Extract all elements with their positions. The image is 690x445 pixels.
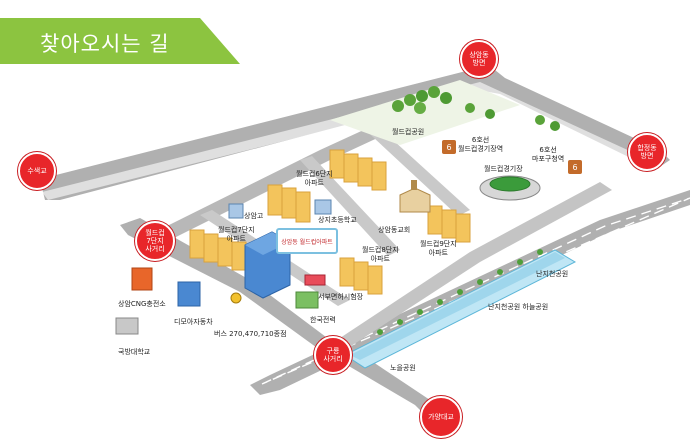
shrub	[477, 279, 483, 285]
direction-gayang: 가양대교	[420, 396, 462, 438]
road-bottom-line	[261, 197, 690, 385]
tree	[416, 90, 428, 102]
label-line6-stadium: 6호선 월드컵경기장역	[458, 136, 504, 153]
svg-text:6: 6	[572, 163, 577, 172]
label-noeul-park: 노을공원	[390, 364, 416, 372]
tree	[550, 121, 560, 131]
street-1	[300, 156, 400, 256]
street-2	[360, 121, 470, 216]
label-stadium: 월드컵경기장	[484, 165, 523, 173]
tree	[428, 86, 440, 98]
label-apt7: 월드컵7단지 아파트	[218, 226, 255, 243]
label-dimoa: 디모아자동차	[174, 318, 213, 326]
title-banner	[0, 18, 240, 64]
road-inner	[325, 182, 612, 350]
shrub	[457, 289, 463, 295]
label-apt6: 월드컵6단지 아파트	[296, 170, 333, 187]
svg-text:6: 6	[446, 143, 451, 152]
stream-inner	[350, 252, 565, 360]
kepco-marker	[304, 274, 326, 286]
apt-block-7	[189, 229, 247, 271]
tree	[404, 94, 416, 106]
label-sangam-high: 상암고	[244, 212, 264, 220]
junction-gusu: 구룡 사거리	[314, 336, 352, 374]
direction-gayang-label: 가양대교	[428, 413, 454, 421]
tree	[414, 102, 426, 114]
page-title: 찾아오시는 길	[40, 32, 170, 56]
junction-susaek: 수색교	[18, 152, 56, 190]
junction-susaek-label: 수색교	[27, 167, 47, 175]
tree	[392, 100, 404, 112]
apt-block-6	[267, 184, 311, 223]
shrub	[397, 319, 403, 325]
school-building	[228, 203, 244, 219]
defense-univ-building	[115, 317, 139, 335]
shrub	[377, 329, 383, 335]
dealer-building	[177, 281, 201, 307]
gas-station	[131, 267, 153, 291]
label-apt9: 월드컵9단지 아파트	[420, 240, 457, 257]
church-tower	[411, 180, 417, 190]
junction-worldcup7-label: 월드컵 7단지 사거리	[145, 229, 165, 253]
direction-sangam: 상암동 방면	[460, 40, 498, 78]
label-sangji-elem: 상지초등학교	[318, 216, 357, 224]
label-seobu: 서부면허시험장	[318, 293, 364, 301]
shrub	[537, 249, 543, 255]
apt-block-9	[427, 205, 471, 243]
stadium-field	[489, 176, 531, 192]
tree	[485, 109, 495, 119]
landmarks: 6 6	[115, 140, 582, 335]
tree	[535, 115, 545, 125]
shrub	[497, 269, 503, 275]
label-church: 상암동교회	[378, 226, 411, 234]
label-line6-mapo: 6호선 마포구청역	[532, 146, 565, 163]
park-area	[330, 80, 560, 145]
church-building	[399, 187, 431, 213]
shrub	[517, 259, 523, 265]
apartment-signboard: 상암동 월드컵아파트	[276, 228, 338, 254]
road-left-diag	[120, 218, 330, 350]
tree	[465, 103, 475, 113]
junction-worldcup7: 월드컵 7단지 사거리	[135, 221, 175, 261]
label-kepco: 한국전력	[310, 316, 336, 324]
metro-badge-mapo: 6	[568, 160, 582, 174]
license-center-building	[295, 291, 319, 309]
label-worldcup-park: 월드컵공원	[392, 128, 425, 136]
junction-gusu-label: 구룡 사거리	[323, 347, 343, 363]
apt-block-6b	[329, 149, 387, 191]
apt-block-8	[339, 257, 383, 295]
label-nanji-sky: 난지천공원 하늘공원	[488, 303, 549, 311]
tree	[440, 92, 452, 104]
metro-badge-stadium: 6	[442, 140, 456, 154]
shrub	[437, 299, 443, 305]
direction-hapjeong-label: 합정동 방면	[637, 144, 657, 160]
bus-stop-icon	[230, 292, 242, 304]
label-nanji-park: 난지천공원	[536, 270, 569, 278]
label-bus: 버스 270,470,710종점	[214, 330, 287, 338]
shrub	[417, 309, 423, 315]
stream	[343, 249, 577, 369]
apartment-blocks	[189, 149, 471, 299]
label-defense-univ: 국방대학교	[118, 348, 151, 356]
direction-hapjeong: 합정동 방면	[628, 133, 666, 171]
label-apt8: 월드컵8단지 아파트	[362, 246, 399, 263]
elementary-school	[314, 199, 332, 215]
park-ground	[330, 80, 520, 145]
direction-sangam-label: 상암동 방면	[469, 51, 489, 67]
label-cng: 상암CNG충전소	[118, 300, 166, 308]
